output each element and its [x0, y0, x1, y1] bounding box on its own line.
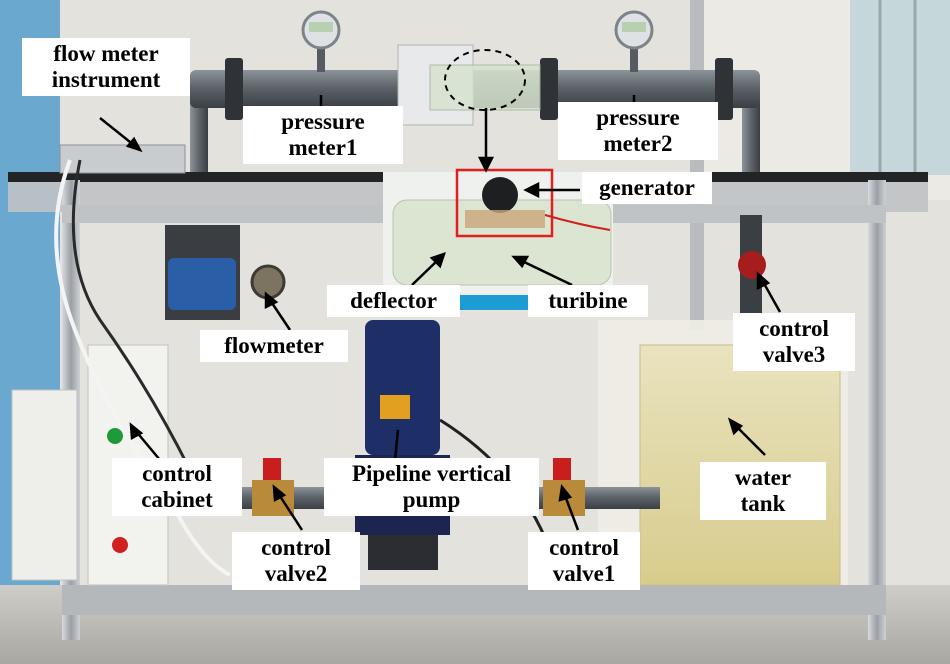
- label-line: control: [759, 316, 829, 341]
- flowmeter-dial-icon: [250, 264, 286, 300]
- label-control-cabinet: control cabinet: [112, 458, 242, 516]
- label-line: flow meter: [53, 41, 159, 66]
- window: [850, 0, 950, 175]
- label-control-valve2: control valve2: [232, 532, 360, 590]
- generator-highlight-box: [455, 168, 554, 238]
- valve3-handle-icon: [738, 251, 766, 279]
- label-line: pressure: [596, 105, 680, 130]
- label-line: flowmeter: [224, 333, 324, 358]
- label-line: valve2: [264, 561, 328, 586]
- label-generator: generator: [582, 172, 712, 204]
- label-control-valve3: control valve3: [733, 313, 855, 371]
- label-line: tank: [740, 491, 786, 516]
- label-flowmeter: flowmeter: [200, 330, 348, 362]
- wall-drainpipe: [690, 0, 704, 330]
- green-indicator-icon: [107, 428, 123, 444]
- flowmeter-body: [168, 258, 236, 310]
- label-line: deflector: [350, 288, 437, 313]
- label-line: meter1: [288, 135, 358, 160]
- label-line: generator: [599, 175, 695, 200]
- label-line: meter2: [603, 131, 673, 156]
- frame-bottom: [62, 585, 886, 615]
- label-turbine: turibine: [528, 285, 648, 317]
- label-line: pressure: [281, 109, 365, 134]
- label-line: control: [549, 535, 619, 560]
- label-line: turibine: [548, 288, 628, 313]
- pipe-flange: [225, 58, 243, 120]
- label-line: pump: [402, 487, 461, 512]
- label-control-valve1: control valve1: [528, 532, 640, 590]
- valve1-handle-icon: [553, 458, 571, 480]
- label-line: control: [261, 535, 331, 560]
- generator-icon: [482, 177, 518, 213]
- label-line: cabinet: [141, 487, 213, 512]
- label-pipeline-vertical-pump: Pipeline vertical pump: [324, 458, 539, 516]
- label-deflector: deflector: [327, 285, 460, 317]
- label-water-tank: water tank: [700, 462, 826, 520]
- flow-meter-instrument-box: [59, 144, 186, 174]
- label-line: water: [734, 465, 792, 490]
- label-pressure-meter2: pressure meter2: [558, 102, 718, 160]
- vertical-pump: [365, 320, 440, 455]
- red-indicator-icon: [112, 537, 128, 553]
- annotation-arrows: [99, 95, 782, 531]
- label-line: valve1: [552, 561, 616, 586]
- valve2-handle-icon: [263, 458, 281, 480]
- label-flow-meter-instrument: flow meter instrument: [22, 38, 190, 96]
- label-line: instrument: [51, 67, 161, 92]
- label-line: control: [142, 461, 212, 486]
- label-pressure-meter1: pressure meter1: [243, 106, 403, 164]
- label-line: valve3: [762, 342, 826, 367]
- label-line: Pipeline vertical: [351, 461, 512, 486]
